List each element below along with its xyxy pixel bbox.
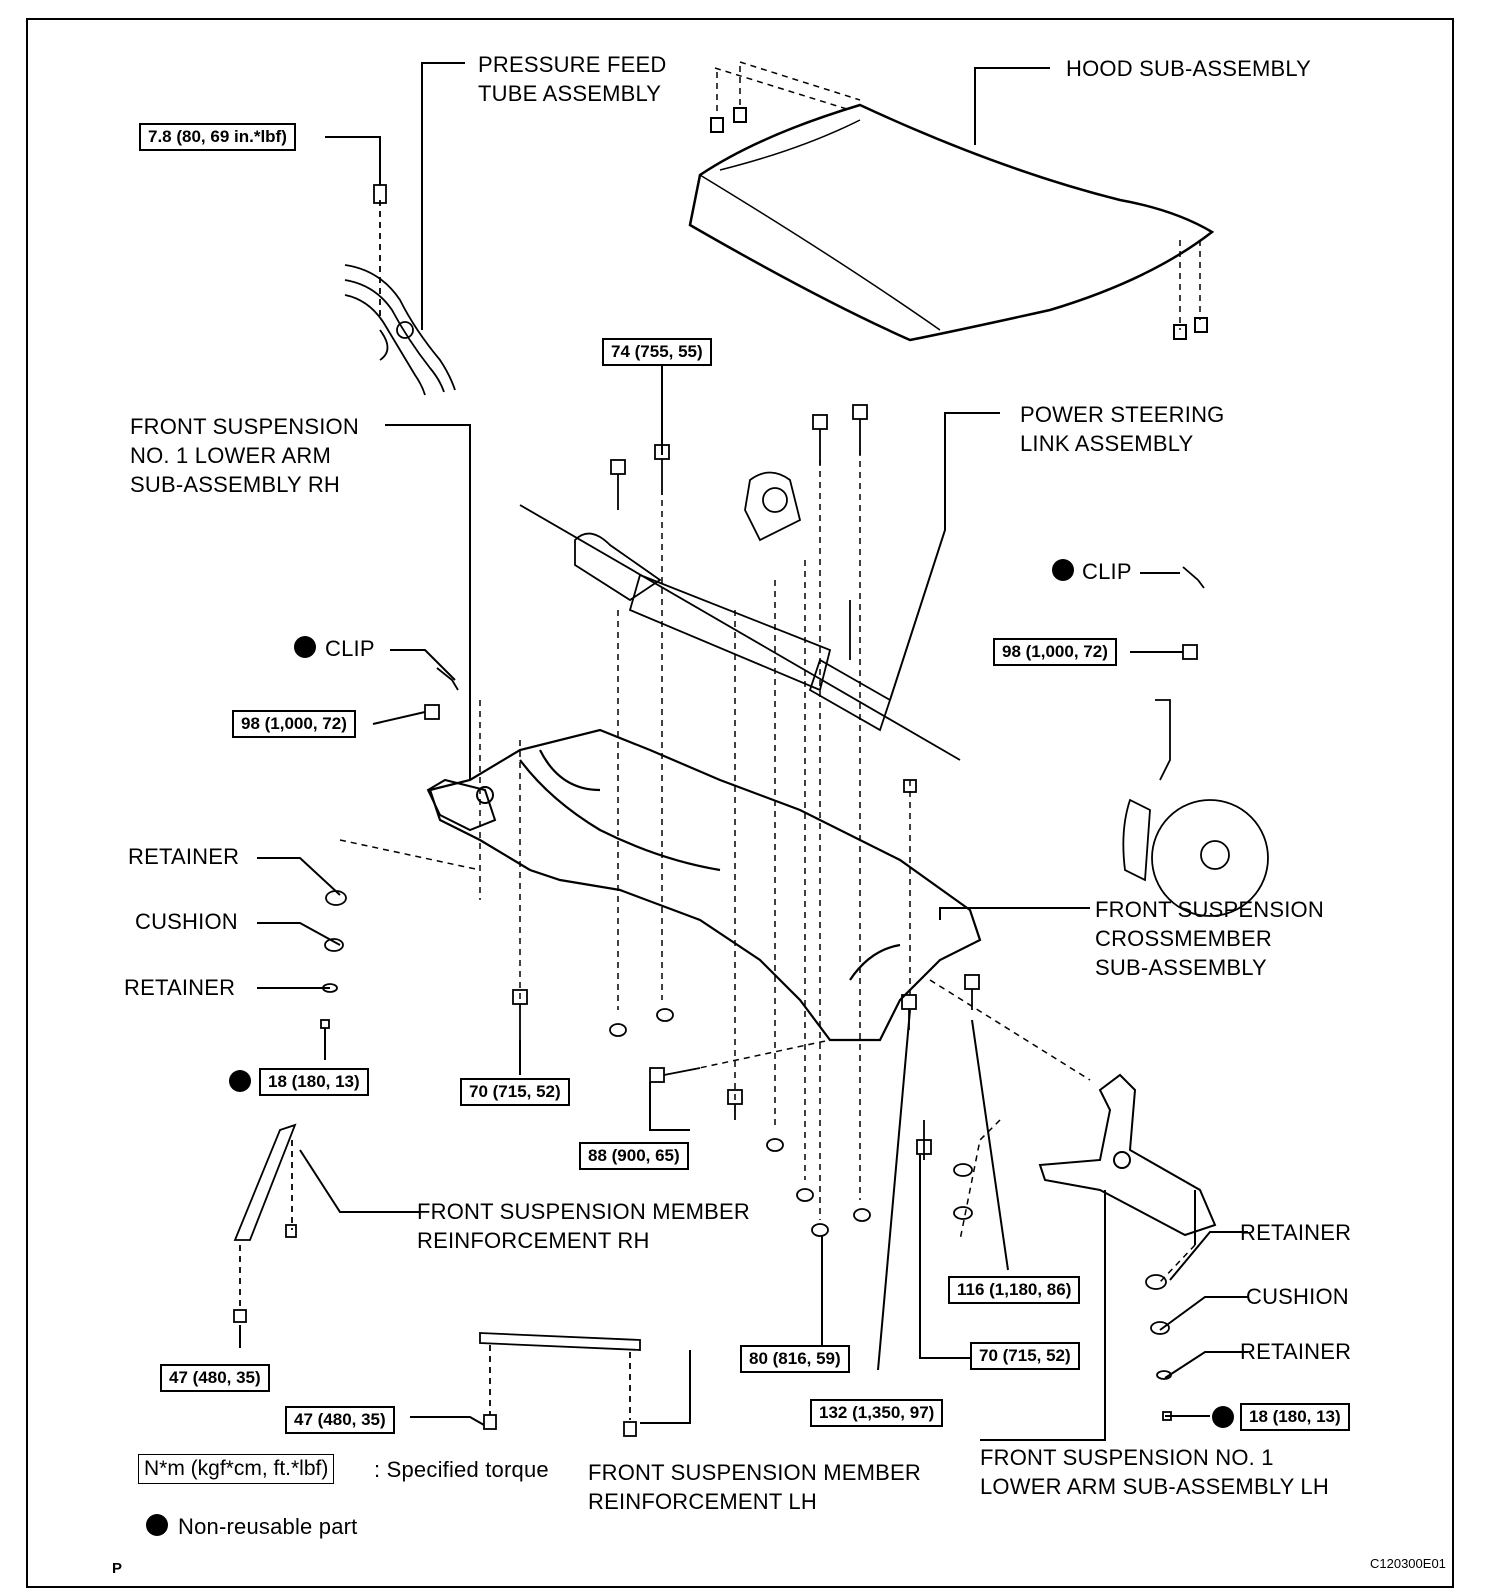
torque-116: 116 (1,180, 86) bbox=[948, 1276, 1081, 1304]
torque-88: 88 (900, 65) bbox=[579, 1142, 689, 1170]
nonreusable-dot-clip-left bbox=[294, 636, 316, 658]
label-power-steering: POWER STEERING LINK ASSEMBLY bbox=[1020, 402, 1225, 456]
legend-nonreusable-text: Non-reusable part bbox=[178, 1514, 358, 1539]
label-retainer-right-2: RETAINER bbox=[1240, 1339, 1352, 1364]
clip-drawings bbox=[436, 566, 1205, 691]
torque-pressure-feed: 7.8 (80, 69 in.*lbf) bbox=[139, 123, 296, 151]
label-retainer-right-1: RETAINER bbox=[1240, 1220, 1352, 1245]
lower-arm-rh-drawing bbox=[426, 778, 497, 832]
label-retainer-left-2: RETAINER bbox=[124, 975, 236, 1000]
reinforcement-lh-drawing bbox=[479, 1332, 641, 1437]
label-member-reinforcement-lh: FRONT SUSPENSION MEMBER REINFORCEMENT LH bbox=[588, 1460, 922, 1514]
label-pressure-feed-tube: PRESSURE FEED TUBE ASSEMBLY bbox=[478, 52, 667, 106]
label-member-reinforcement-rh: FRONT SUSPENSION MEMBER REINFORCEMENT RH bbox=[417, 1199, 751, 1253]
torque-47-a: 47 (480, 35) bbox=[160, 1364, 270, 1392]
legend-torque-unit: N*m (kgf*cm, ft.*lbf) bbox=[138, 1454, 335, 1484]
reinforcement-rh-drawing bbox=[233, 1123, 297, 1323]
torque-70-right: 70 (715, 52) bbox=[970, 1342, 1080, 1370]
label-lower-arm-lh: FRONT SUSPENSION NO. 1 LOWER ARM SUB-ASS… bbox=[980, 1445, 1329, 1499]
torque-74: 74 (755, 55) bbox=[602, 338, 712, 366]
torque-18-left: 18 (180, 13) bbox=[259, 1068, 369, 1096]
torque-leader-lines bbox=[239, 651, 1210, 1426]
page-mark: P bbox=[112, 1560, 123, 1577]
legend-torque-desc: : Specified torque bbox=[374, 1457, 549, 1482]
torque-18-right: 18 (180, 13) bbox=[1240, 1403, 1350, 1431]
torque-98-left: 98 (1,000, 72) bbox=[232, 710, 356, 738]
torque-132: 132 (1,350, 97) bbox=[810, 1399, 944, 1427]
label-retainer-left-1: RETAINER bbox=[128, 844, 240, 869]
nonreusable-dot-clip-right bbox=[1052, 559, 1074, 581]
diagram-frame bbox=[26, 18, 1454, 1588]
nonreusable-dot-18-right bbox=[1212, 1406, 1234, 1428]
pressure-tube-drawing bbox=[344, 184, 456, 396]
fasteners bbox=[320, 404, 1198, 1421]
label-crossmember: FRONT SUSPENSION CROSSMEMBER SUB-ASSEMBL… bbox=[1095, 897, 1324, 980]
torque-70-left: 70 (715, 52) bbox=[460, 1078, 570, 1106]
leader-lines bbox=[257, 62, 1248, 1441]
crossmember-drawing bbox=[339, 450, 1091, 1241]
label-clip-left: CLIP bbox=[325, 636, 375, 661]
legend-nonreusable-dot bbox=[146, 1514, 168, 1536]
label-cushion-right: CUSHION bbox=[1246, 1284, 1349, 1309]
nonreusable-dot-18-left bbox=[229, 1070, 251, 1092]
hood-drawing bbox=[688, 61, 1215, 342]
torque-47-b: 47 (480, 35) bbox=[285, 1406, 395, 1434]
label-cushion-left: CUSHION bbox=[135, 909, 238, 934]
lower-arm-lh-drawing bbox=[1038, 1073, 1217, 1283]
torque-80: 80 (816, 59) bbox=[740, 1345, 850, 1373]
figure-code: C120300E01 bbox=[1370, 1556, 1446, 1571]
steering-rack-drawing bbox=[519, 471, 961, 761]
label-clip-right: CLIP bbox=[1082, 559, 1132, 584]
knuckle-brake-drawing bbox=[1122, 699, 1269, 917]
label-lower-arm-rh: FRONT SUSPENSION NO. 1 LOWER ARM SUB-ASS… bbox=[130, 414, 359, 497]
torque-98-right: 98 (1,000, 72) bbox=[993, 638, 1117, 666]
label-hood: HOOD SUB-ASSEMBLY bbox=[1066, 56, 1312, 81]
